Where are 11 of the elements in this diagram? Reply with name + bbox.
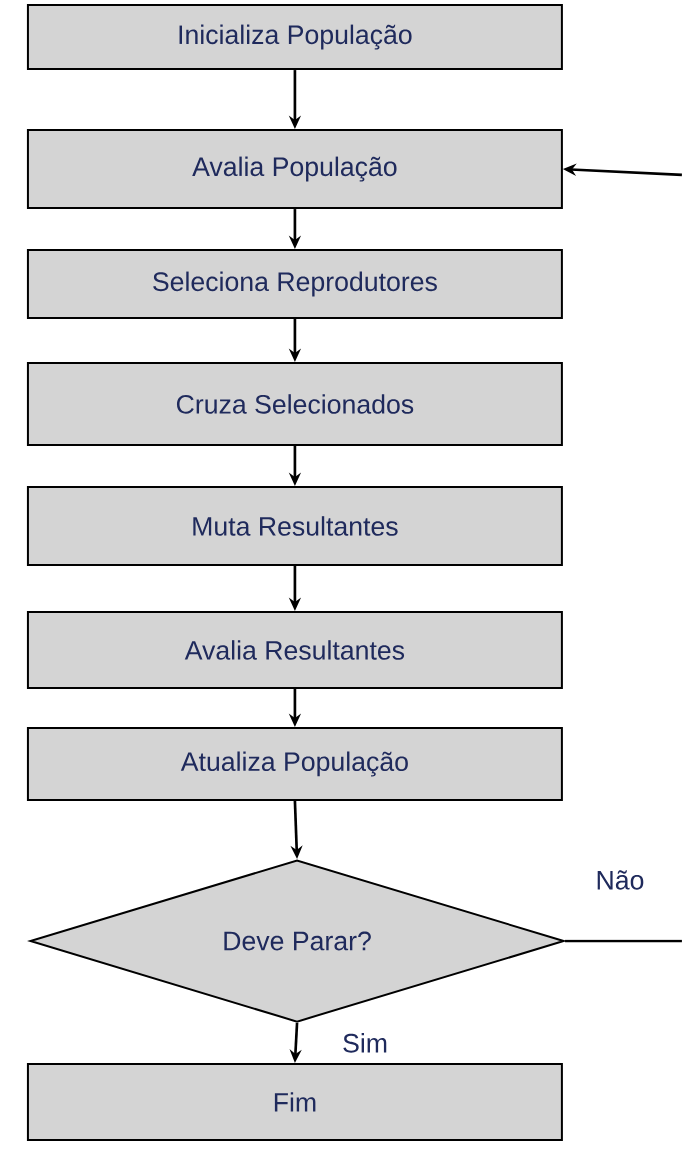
edge-label: Sim (343, 1033, 387, 1053)
process-box: Inicializa População (26, 4, 563, 71)
process-box: Atualiza População (26, 726, 563, 801)
process-box: Muta Resultantes (26, 486, 563, 566)
process-box: Cruza Selecionados (26, 362, 563, 446)
connector-line (565, 939, 682, 943)
process-box: Seleciona Reprodutores (26, 249, 563, 319)
process-box: Avalia Resultantes (26, 610, 563, 689)
process-box: Avalia População (26, 129, 563, 210)
process-box: Fim (26, 1062, 563, 1141)
edge-label: Não (597, 870, 644, 890)
